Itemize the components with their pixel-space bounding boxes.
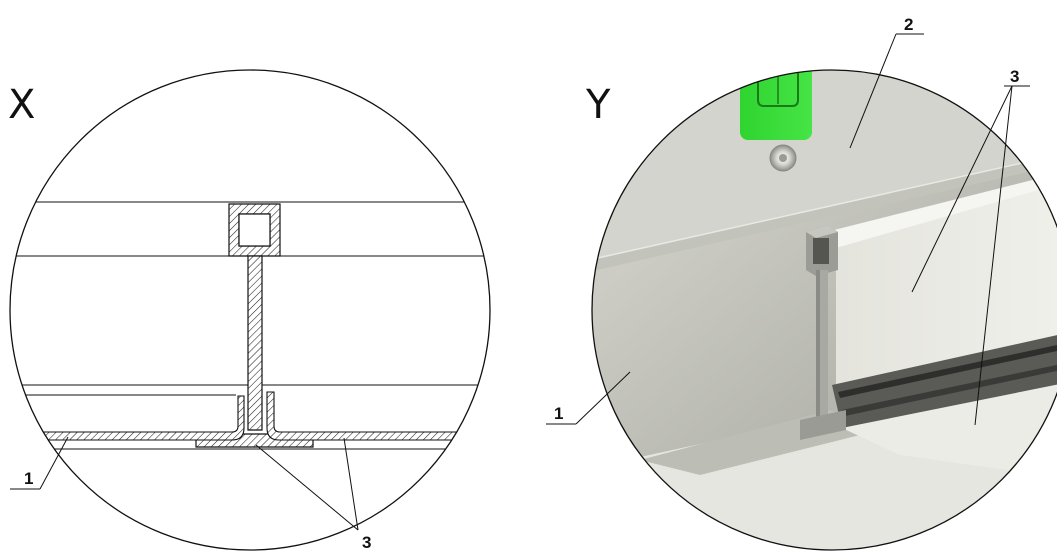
leader-line-3b-y (974, 85, 1013, 426)
section-view-x: X 1 3 (8, 69, 491, 552)
rendered-detail (592, 70, 1057, 550)
leader-line-2-y (849, 33, 897, 149)
leader-line-3a-x (255, 444, 359, 531)
leader-line-1-y (575, 371, 631, 425)
callout-3-y: 3 (1010, 67, 1019, 86)
view-letter-x: X (8, 82, 35, 128)
profile-web-section (247, 255, 263, 431)
view-letter-y: Y (585, 82, 611, 128)
detail-circle-y (591, 69, 1057, 551)
detail-circle-x (9, 69, 491, 551)
leader-line-3b-x (343, 437, 359, 531)
section-drawing (10, 201, 490, 450)
leader-line-1-x (39, 436, 69, 490)
callout-3-x: 3 (362, 533, 371, 552)
callout-2-y: 2 (904, 15, 913, 34)
callout-1-y: 1 (554, 404, 563, 423)
callout-1-x: 1 (24, 469, 33, 488)
perspective-view-y: Y 2 3 1 (546, 15, 1057, 551)
left-panel-section (19, 395, 245, 441)
leader-line-3a-y (911, 85, 1013, 293)
